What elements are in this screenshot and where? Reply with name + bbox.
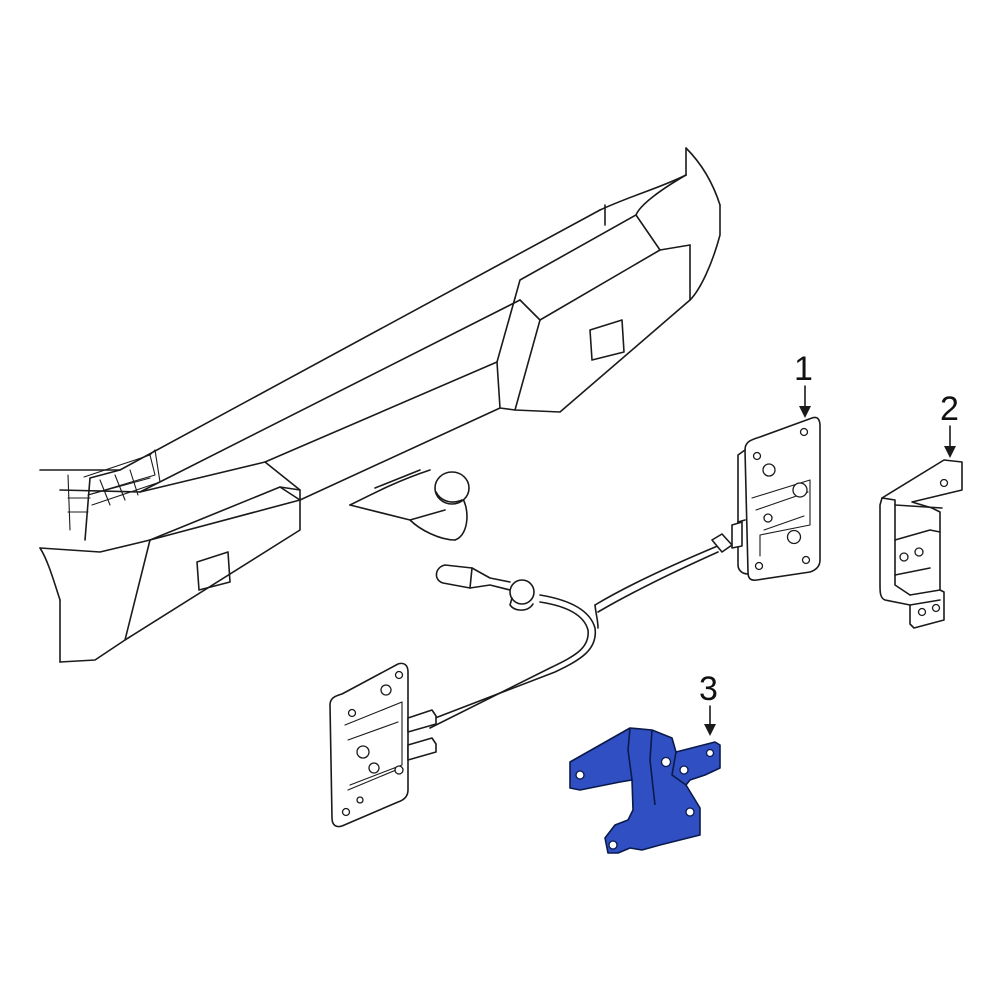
- part-1-mounting-plate: [731, 416, 821, 581]
- callout-2-label: 2: [940, 390, 959, 428]
- part-2-side-bracket: [879, 459, 963, 629]
- callout-1: 1: [794, 350, 813, 418]
- wiring-harness: [429, 533, 733, 729]
- callout-3: 3: [699, 670, 718, 736]
- rear-bumper: [39, 147, 721, 663]
- lower-mounting-plate: [329, 662, 437, 828]
- callout-1-label: 1: [794, 350, 813, 388]
- part-3-bracket-highlighted: [569, 727, 721, 854]
- callout-2: 2: [940, 390, 959, 458]
- callout-3-label: 3: [699, 670, 718, 708]
